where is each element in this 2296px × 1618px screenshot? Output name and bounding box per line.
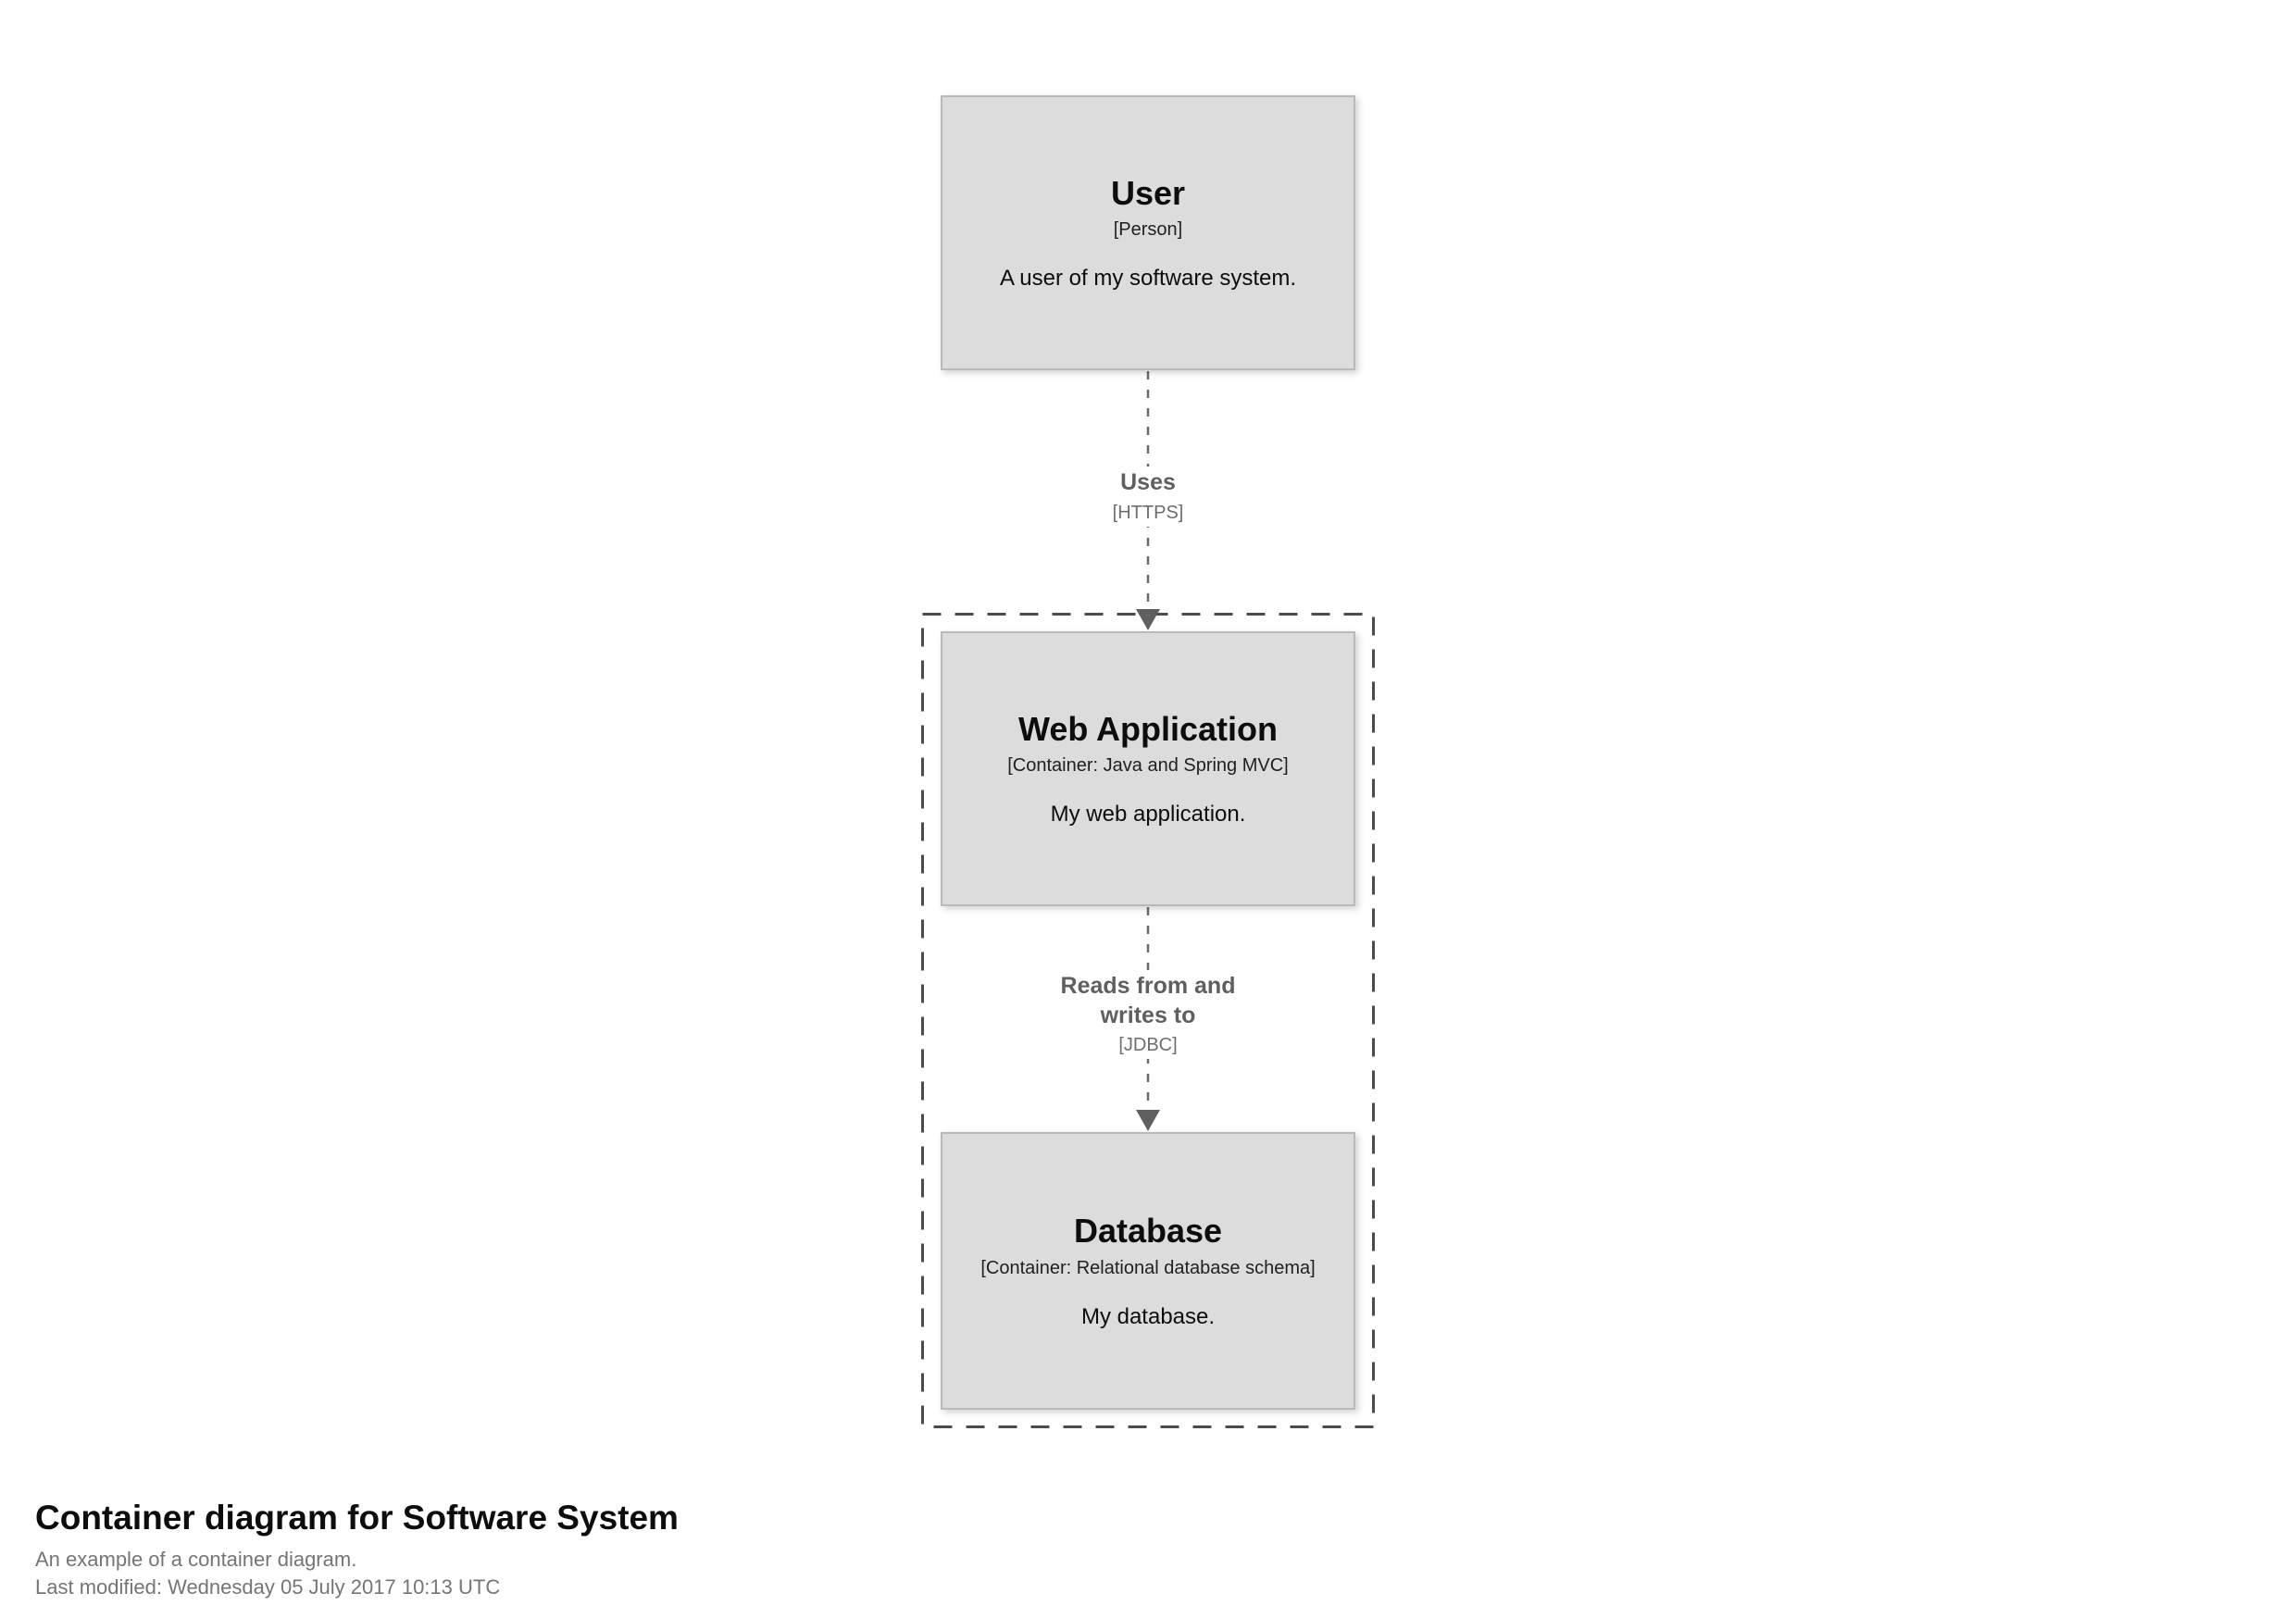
uses-arrowhead-icon [1136, 609, 1160, 630]
relationship-name: Uses [1120, 469, 1176, 495]
element-name: Database [1073, 1212, 1223, 1251]
element-database[interactable]: Database [Container: Relational database… [941, 1132, 1355, 1410]
diagram-title: Container diagram for Software System [35, 1499, 679, 1537]
relationship-reads-writes-label: Reads from and writes to [JDBC] [1032, 970, 1264, 1059]
diagram-title-block: Container diagram for Software System An… [35, 1498, 679, 1601]
element-name: User [1110, 173, 1186, 212]
element-description: A user of my software system. [999, 266, 1297, 291]
software-system-boundary [921, 613, 1375, 1428]
reads-writes-arrowhead-icon [1136, 1110, 1160, 1131]
diagram-subtitle: An example of a container diagram. [35, 1548, 357, 1572]
element-metadata: [Person] [1113, 219, 1183, 240]
relationship-metadata: [JDBC] [1118, 1035, 1178, 1055]
relationship-metadata: [HTTPS] [1112, 502, 1184, 523]
relationship-uses-label: Uses [HTTPS] [1103, 467, 1193, 527]
element-user[interactable]: User [Person] A user of my software syst… [941, 95, 1355, 370]
diagram-last-modified: Last modified: Wednesday 05 July 2017 10… [35, 1575, 501, 1599]
element-name: Web Application [1017, 709, 1278, 748]
element-metadata: [Container: Relational database schema] [980, 1257, 1316, 1278]
element-web-application[interactable]: Web Application [Container: Java and Spr… [941, 631, 1355, 906]
relationship-name: Reads from and writes to [1060, 973, 1236, 1028]
element-description: My web application. [1050, 802, 1246, 827]
element-metadata: [Container: Java and Spring MVC] [1007, 755, 1289, 776]
element-description: My database. [1080, 1303, 1216, 1329]
